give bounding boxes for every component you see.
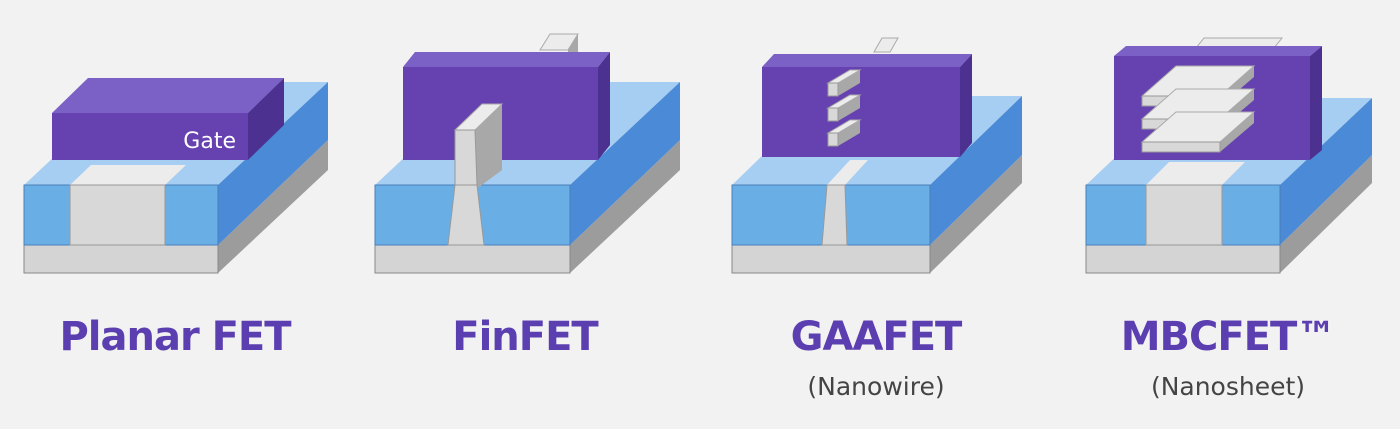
finfet-fin-base [447, 184, 485, 246]
finfet-substrate-side [570, 140, 680, 273]
finfet-device [374, 33, 680, 274]
planar-silicon-well [69, 184, 166, 246]
gaafet-sublabel: (Nanowire) [807, 372, 945, 401]
mbcfet-oxide-side [1280, 98, 1372, 245]
mbcfet-device [1085, 37, 1372, 274]
mbcfet-substrate-side [1280, 155, 1372, 273]
gate-label: Gate [183, 129, 236, 154]
finfet-label: FinFET [452, 314, 598, 360]
gaafet-nanowire-1 [826, 69, 862, 97]
finfet-fin-side [475, 104, 502, 190]
planar-oxide-side [218, 82, 328, 245]
mbcfet-sublabel: (Nanosheet) [1150, 372, 1306, 401]
mbcfet-nanosheet-3 [1140, 111, 1256, 153]
planar-substrate-front [23, 244, 219, 274]
planar-fet-label: Planar FET [59, 314, 291, 360]
gaafet-nanowire-3 [826, 119, 862, 147]
finfet-substrate-front [374, 244, 571, 274]
gaafet-gate-side [960, 54, 972, 157]
gaafet-substrate-front [731, 244, 931, 274]
planar-gate-top [52, 78, 284, 113]
gaafet-substrate-side [930, 155, 1022, 273]
finfet-gate-top [403, 52, 610, 67]
finfet-gate-side [598, 52, 610, 160]
mbcfet-substrate-front [1085, 244, 1281, 274]
finfet-oxide-side [570, 82, 680, 245]
gaafet-gate-top [762, 54, 972, 67]
finfet-fin-front [454, 129, 478, 186]
gaafet-device [731, 37, 1022, 274]
mbcfet-gate-top [1114, 46, 1322, 56]
planar-gate-front [52, 113, 248, 160]
gaafet-wire-back [873, 37, 899, 53]
gaafet-gate-front [762, 67, 960, 157]
gaafet-silicon-strip-top [827, 160, 868, 185]
gaafet-label: GAAFET [790, 314, 963, 360]
gaafet-oxide-side [930, 96, 1022, 245]
gaafet-silicon-strip [821, 184, 848, 246]
planar-substrate-side [218, 140, 328, 273]
planar-gate-side [248, 78, 284, 160]
mbcfet-gate-side [1310, 46, 1322, 160]
planar-fet-device: Gate [23, 78, 328, 274]
mbcfet-silicon-well [1145, 184, 1223, 246]
mbcfet-label: MBCFET™ [1120, 314, 1337, 360]
gaafet-nanowire-2 [826, 94, 862, 122]
mbcfet-silicon-top [1146, 162, 1245, 185]
planar-silicon-top [70, 165, 186, 185]
